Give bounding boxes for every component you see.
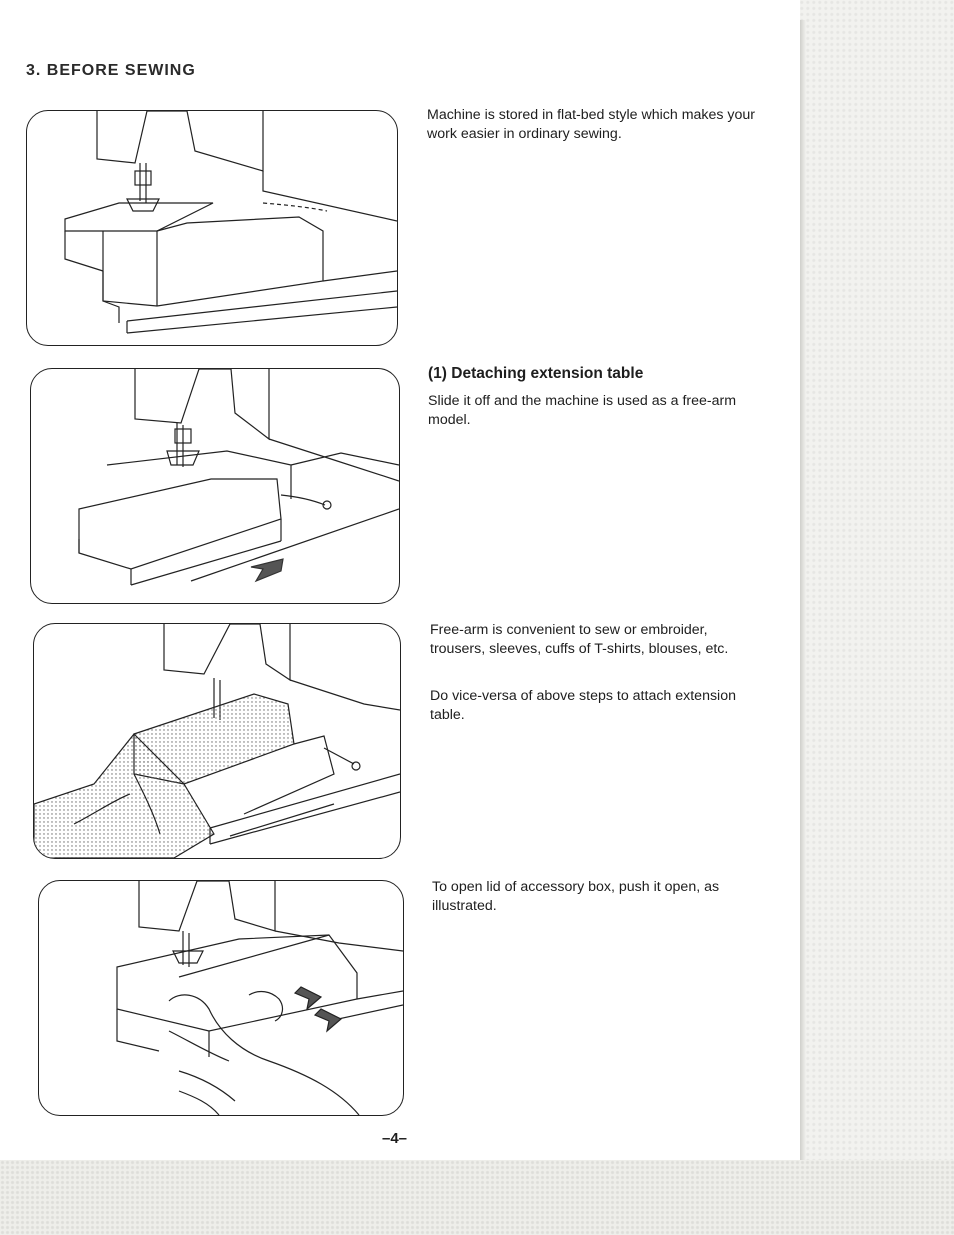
- attach-description: Do vice-versa of above steps to attach e…: [430, 688, 736, 723]
- section-heading: 3. BEFORE SEWING: [26, 62, 196, 79]
- accessory-box-description: To open lid of accessory box, push it op…: [432, 879, 720, 914]
- scan-bottom-margin: [0, 1160, 954, 1235]
- illustration-accessory-box: [38, 880, 404, 1116]
- illustration-flatbed: [26, 110, 398, 346]
- detach-heading: (1) Detaching extension table: [428, 365, 644, 382]
- page-number: –4–: [382, 1130, 408, 1147]
- detach-description: Slide it off and the machine is used as …: [428, 393, 737, 428]
- manual-page: 3. BEFORE SEWING Machine is stored in fl…: [0, 0, 808, 1160]
- scan-margin: [800, 0, 954, 1235]
- flatbed-description: Machine is stored in flat-bed style whic…: [427, 107, 756, 142]
- illustration-free-arm: [33, 623, 401, 859]
- illustration-detach-table: [30, 368, 400, 604]
- free-arm-description: Free-arm is convenient to sew or embroid…: [430, 622, 729, 657]
